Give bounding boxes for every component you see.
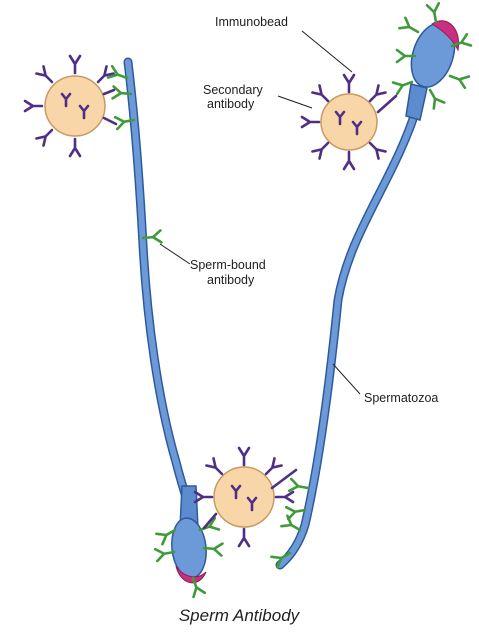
immunobead-bottom bbox=[214, 467, 274, 527]
spermatozoa-label: Spermatozoa bbox=[364, 391, 438, 405]
right-sperm-tail bbox=[280, 104, 418, 565]
immunobead-label: Immunobead bbox=[215, 15, 288, 29]
immunobead-top-left bbox=[45, 76, 105, 136]
sperm-bound-antibody-label-line2: antibody bbox=[207, 273, 255, 287]
immunobead-leader-line bbox=[302, 31, 352, 72]
sperm-bound-antibody-label-line1: Sperm-bound bbox=[190, 258, 266, 272]
sperm-bound-antibody-leader-line bbox=[160, 244, 190, 264]
secondary-antibody-label-line2: antibody bbox=[207, 97, 255, 111]
figure-caption: Sperm Antibody bbox=[179, 606, 301, 625]
secondary-antibody-leader-line bbox=[278, 96, 312, 108]
left-spermatozoon bbox=[128, 62, 209, 583]
secondary-antibody-label-line1: Secondary bbox=[203, 83, 264, 97]
right-sperm-midpiece bbox=[406, 84, 427, 120]
left-sperm-tail bbox=[128, 62, 188, 505]
immunobead-top-right bbox=[321, 94, 377, 150]
spermatozoa-leader-line bbox=[333, 364, 360, 394]
